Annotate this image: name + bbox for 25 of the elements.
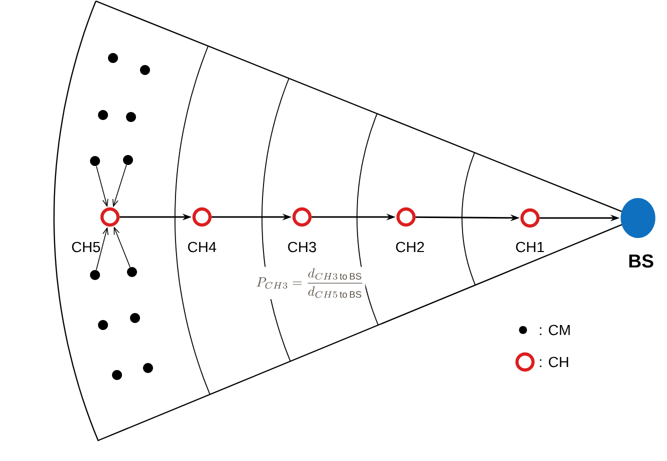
dot [143, 363, 153, 373]
arrow [96, 226, 108, 270]
dot [123, 155, 133, 165]
dot [90, 270, 100, 280]
legend-label: : CM [540, 324, 570, 336]
node-label: CH2 [396, 242, 424, 252]
dot [98, 320, 108, 330]
dot [130, 313, 140, 323]
dot [98, 110, 108, 120]
arrow [96, 166, 108, 208]
node-label: CH1 [516, 242, 544, 252]
node-label: CH3 [288, 242, 316, 252]
arrow [112, 164, 127, 208]
dot [90, 156, 100, 166]
node-label: CH4 [188, 242, 216, 252]
dot [127, 267, 137, 277]
node-label: BS [629, 254, 654, 268]
node-label: CH5 [72, 242, 100, 252]
dot [108, 53, 118, 63]
formula: $P_{CH3} = \frac{d_{CH3\,\mathrm{to}\,\mathrm{BS}}}{d_{CH5\,\mathrm{to}\,\mathrm{BS}}}$ [254, 266, 366, 300]
dot [140, 65, 150, 75]
arrow [114, 226, 130, 268]
dot [126, 112, 136, 122]
dot [112, 370, 122, 380]
legend-label: : CH [540, 356, 568, 368]
